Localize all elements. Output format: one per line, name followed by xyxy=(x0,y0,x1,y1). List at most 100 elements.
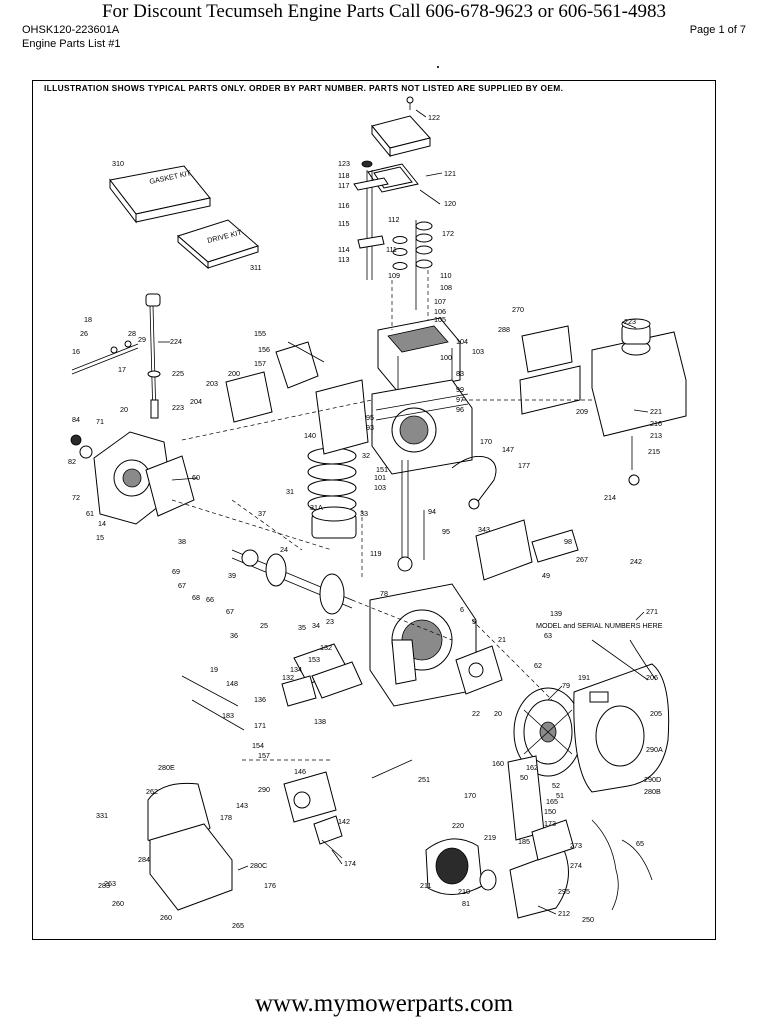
leader-lines xyxy=(158,109,649,915)
callout-62: 62 xyxy=(534,661,542,670)
callout-210: 210 xyxy=(458,887,470,896)
valve-cover xyxy=(367,96,431,193)
intake-assembly xyxy=(281,643,363,707)
callout-123: 123 xyxy=(338,159,350,168)
callout-99: 99 xyxy=(456,385,464,394)
callout-108: 108 xyxy=(440,283,452,292)
callout-78: 78 xyxy=(380,589,388,598)
callout-23: 23 xyxy=(326,617,334,626)
flywheel xyxy=(513,687,583,777)
callout-223: 223 xyxy=(624,317,636,326)
callout-69: 69 xyxy=(172,567,180,576)
callout-122: 122 xyxy=(428,113,440,122)
callout-25: 25 xyxy=(260,621,268,630)
callout-33: 33 xyxy=(360,509,368,518)
callout-205: 205 xyxy=(650,709,662,718)
callout-170b: 170 xyxy=(464,791,476,800)
callout-174: 174 xyxy=(344,859,356,868)
callout-65: 65 xyxy=(636,839,644,848)
callout-290: 290 xyxy=(258,785,270,794)
callout-176: 176 xyxy=(264,881,276,890)
callout-288: 288 xyxy=(498,325,510,334)
callout-111: 111 xyxy=(386,245,397,254)
callout-147: 147 xyxy=(502,445,514,454)
callout-138: 138 xyxy=(314,717,326,726)
callout-94: 94 xyxy=(428,507,436,516)
callout-209: 209 xyxy=(576,407,588,416)
callout-280E: 280E xyxy=(158,763,175,772)
callout-212: 212 xyxy=(558,909,570,918)
recoil-starter xyxy=(425,838,569,919)
callout-35: 35 xyxy=(298,623,306,632)
throttle-linkage xyxy=(181,675,413,779)
document-id: OHSK120-223601A xyxy=(22,24,120,36)
callout-157b: 157 xyxy=(258,751,270,760)
piston-rings xyxy=(307,447,357,539)
callout-100: 100 xyxy=(440,353,452,362)
callout-156: 156 xyxy=(258,345,270,354)
callout-19: 19 xyxy=(210,665,218,674)
callout-211: 211 xyxy=(420,881,431,890)
callout-104: 104 xyxy=(456,337,468,346)
callout-173: 173 xyxy=(544,819,556,828)
callout-66: 66 xyxy=(206,595,214,604)
callout-18: 18 xyxy=(84,315,92,324)
crankcase-cover xyxy=(70,431,195,525)
callout-5: 5 xyxy=(472,617,476,626)
valve-train xyxy=(353,160,433,310)
callout-273: 273 xyxy=(570,841,582,850)
callout-140: 140 xyxy=(304,431,316,440)
callout-71: 71 xyxy=(96,417,104,426)
callout-216: 216 xyxy=(650,419,662,428)
callout-343: 343 xyxy=(478,525,490,534)
callout-165: 165 xyxy=(546,797,558,806)
callout-32: 32 xyxy=(362,451,370,460)
callout-22: 22 xyxy=(472,709,480,718)
carburetor xyxy=(283,771,343,859)
callout-155: 155 xyxy=(254,329,266,338)
cylinder-head xyxy=(377,317,461,393)
callout-200: 200 xyxy=(228,369,240,378)
callout-280C: 280C xyxy=(250,861,267,870)
callout-84: 84 xyxy=(72,415,80,424)
callout-274: 274 xyxy=(570,861,582,870)
callout-39: 39 xyxy=(228,571,236,580)
callout-60: 60 xyxy=(192,473,200,482)
callout-103b: 103 xyxy=(374,483,386,492)
callout-267: 267 xyxy=(576,555,588,564)
callout-20b: 20 xyxy=(494,709,502,718)
callout-113: 113 xyxy=(338,255,349,264)
governor-assembly xyxy=(71,340,139,375)
diagram-frame xyxy=(32,80,716,940)
fuel-tank xyxy=(591,318,687,486)
callout-107: 107 xyxy=(434,297,446,306)
callout-67b: 67 xyxy=(226,607,234,616)
callout-117: 117 xyxy=(338,181,349,190)
callout-112: 112 xyxy=(388,215,399,224)
callout-263: 263 xyxy=(104,879,116,888)
callout-79: 79 xyxy=(562,681,570,690)
callout-265: 265 xyxy=(232,921,244,930)
wiring-harness xyxy=(591,639,657,911)
callout-177: 177 xyxy=(518,461,530,470)
callout-295: 295 xyxy=(558,887,570,896)
callout-95: 95 xyxy=(366,413,374,422)
callout-223b: 223 xyxy=(172,403,184,412)
callout-34: 34 xyxy=(312,621,320,630)
diagram-notice: ILLUSTRATION SHOWS TYPICAL PARTS ONLY. O… xyxy=(44,83,564,93)
callout-115: 115 xyxy=(338,219,349,228)
callout-170: 170 xyxy=(480,437,492,446)
callout-17: 17 xyxy=(118,365,126,374)
callout-142: 142 xyxy=(338,817,350,826)
callout-82: 82 xyxy=(68,457,76,466)
callout-114: 114 xyxy=(338,245,349,254)
callout-81: 81 xyxy=(462,899,470,908)
callout-21: 21 xyxy=(498,635,506,644)
callout-28: 28 xyxy=(128,329,136,338)
callout-group: 122 121 123 118 117 120 116 115 112 172 … xyxy=(68,113,663,930)
exploded-engine-diagram: GASKET KIT DRIVE KIT xyxy=(68,96,687,930)
drive-kit-box: DRIVE KIT xyxy=(177,219,259,270)
callout-105: 105 xyxy=(434,315,446,324)
callout-20: 20 xyxy=(120,405,128,414)
callout-154: 154 xyxy=(252,741,264,750)
